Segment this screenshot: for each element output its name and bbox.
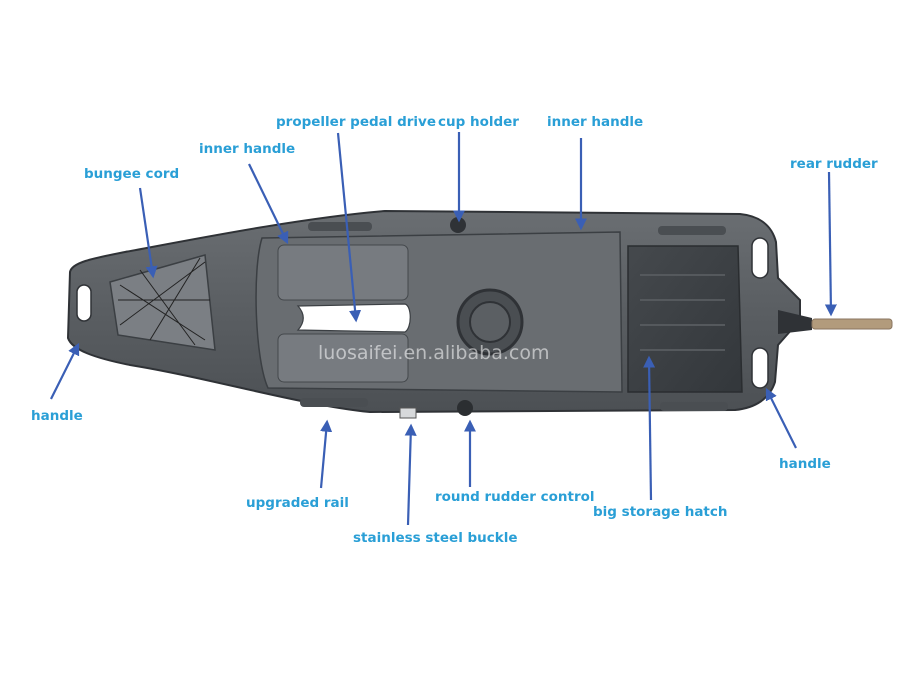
label-bungee-cord: bungee cord — [84, 166, 179, 182]
rail-top-left — [308, 222, 372, 231]
arrow-inner-handle-left — [248, 163, 289, 245]
rail-bottom-left — [300, 398, 368, 407]
bow-handle-slot — [76, 284, 92, 322]
label-round-rudder-control: round rudder control — [435, 489, 595, 505]
bow-deck — [109, 254, 216, 351]
rudder-blade — [811, 318, 893, 330]
label-handle-right: handle — [779, 456, 831, 472]
callout-arrows — [50, 132, 837, 526]
rail-top-right — [658, 226, 726, 235]
rudder-mount — [778, 310, 812, 334]
callout-labels: bungee cord inner handle propeller pedal… — [31, 114, 878, 546]
label-inner-handle-right: inner handle — [547, 114, 643, 130]
stern-handle-slot-bottom — [751, 347, 769, 389]
label-upgraded-rail: upgraded rail — [246, 495, 349, 511]
label-cup-holder: cup holder — [438, 114, 519, 130]
label-propeller-pedal-drive: propeller pedal drive — [276, 114, 436, 130]
arrow-handle-right — [765, 387, 797, 449]
kayak-hull — [66, 209, 893, 419]
rudder-control-knob — [457, 400, 473, 416]
label-stainless-steel-buckle: stainless steel buckle — [353, 530, 518, 546]
label-handle-left: handle — [31, 408, 83, 424]
bungee-cord-lines — [118, 257, 210, 346]
label-big-storage-hatch: big storage hatch — [593, 504, 728, 520]
storage-hatch — [627, 245, 743, 393]
watermark: luosaifei.en.alibaba.com — [318, 342, 549, 364]
arrow-stainless-steel-buckle — [404, 423, 417, 526]
stern-handle-slot-top — [751, 237, 769, 279]
label-rear-rudder: rear rudder — [790, 156, 878, 172]
arrow-bungee-cord — [138, 187, 158, 279]
arrow-handle-left — [50, 342, 80, 400]
arrow-big-storage-hatch — [643, 355, 656, 501]
rail-bottom-right — [660, 402, 728, 411]
seat-pad-bottom — [277, 333, 409, 383]
round-hatch-inner — [469, 301, 511, 343]
arrow-rear-rudder — [824, 171, 837, 317]
seat-pad-top — [277, 244, 409, 301]
arrow-propeller-pedal-drive — [336, 132, 362, 323]
label-inner-handle-left: inner handle — [199, 141, 295, 157]
buckle — [399, 407, 417, 419]
arrow-upgraded-rail — [319, 419, 333, 489]
